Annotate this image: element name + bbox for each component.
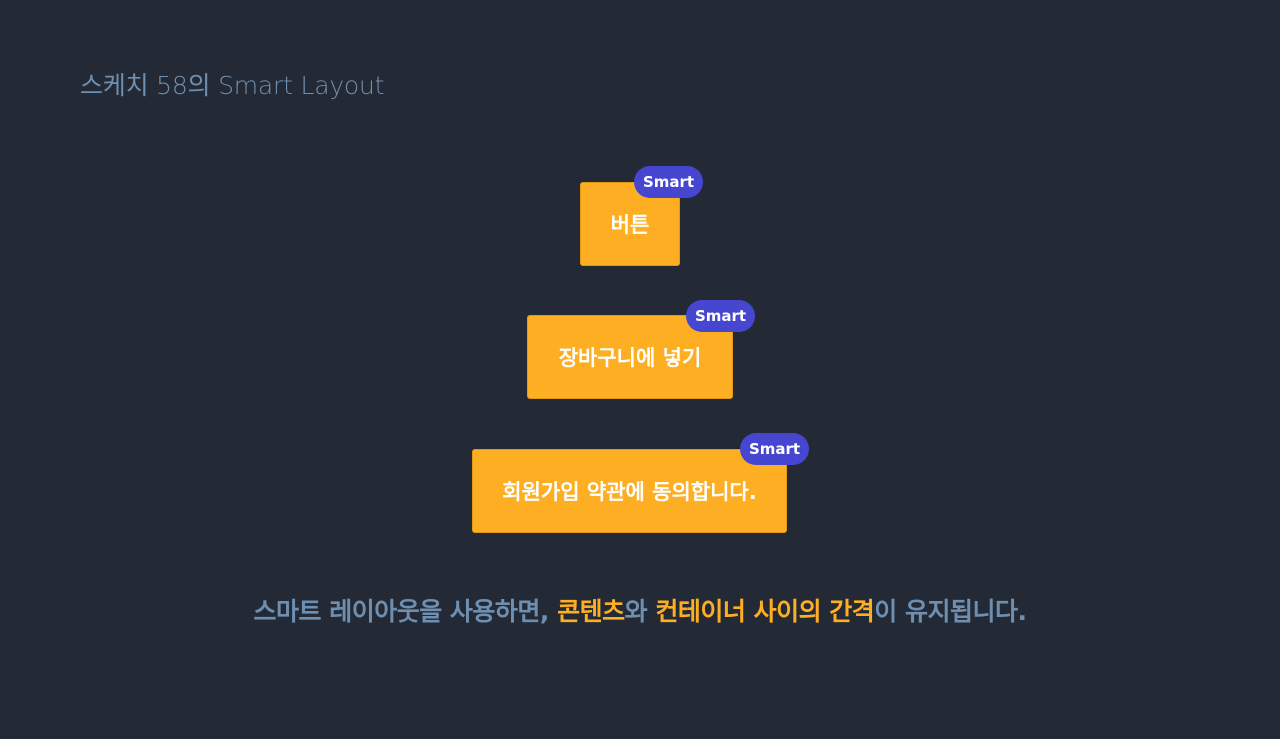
smart-badge: Smart (634, 166, 703, 198)
caption-text: 와 (624, 597, 656, 626)
caption-highlight-spacing: 컨테이너 사이의 간격 (655, 597, 875, 626)
button-add-to-cart[interactable]: 장바구니에 넣기 (527, 315, 733, 399)
caption-text: 스마트 레이아웃을 사용하면, (253, 597, 558, 626)
caption-text: 이 유지됩니다. (874, 597, 1027, 626)
caption: 스마트 레이아웃을 사용하면, 콘텐츠와 컨테이너 사이의 간격이 유지됩니다. (0, 592, 1280, 628)
smart-badge: Smart (686, 300, 755, 332)
button-agree-terms[interactable]: 회원가입 약관에 동의합니다. (472, 449, 787, 533)
caption-highlight-content: 콘텐츠 (557, 597, 625, 626)
smart-badge: Smart (740, 433, 809, 465)
page-title: 스케치 58의 Smart Layout (80, 71, 385, 100)
